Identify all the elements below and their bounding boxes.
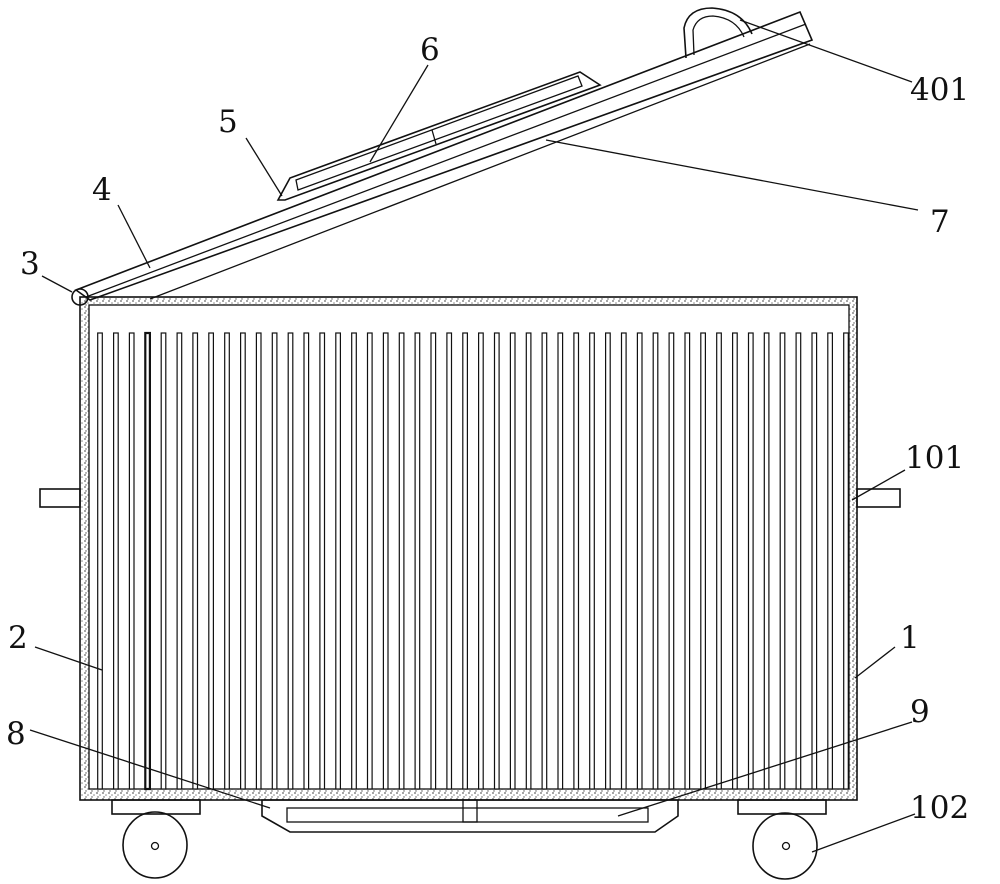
fin xyxy=(160,332,167,790)
fin xyxy=(398,332,405,790)
fin xyxy=(414,332,421,790)
label-5: 5 xyxy=(218,104,238,140)
label-9: 9 xyxy=(910,694,930,730)
right-side-handle xyxy=(856,488,901,508)
reference-labels: 401 6 5 4 3 7 101 2 1 8 9 102 xyxy=(6,32,969,826)
label-4: 4 xyxy=(92,172,112,208)
fin xyxy=(446,332,453,790)
fin xyxy=(366,332,373,790)
base-assembly xyxy=(111,799,827,833)
fin xyxy=(557,332,564,790)
fin xyxy=(684,332,691,790)
fin xyxy=(97,332,103,790)
right-wheel xyxy=(752,812,818,880)
fin xyxy=(700,332,706,790)
fin xyxy=(525,332,532,790)
fin xyxy=(208,332,215,790)
label-401: 401 xyxy=(910,72,969,108)
fin xyxy=(430,332,437,790)
lid-plate-assembly xyxy=(276,71,602,201)
fin xyxy=(589,332,595,790)
fin xyxy=(240,332,246,790)
fin xyxy=(763,332,770,790)
fin xyxy=(462,332,468,790)
fin xyxy=(843,332,849,790)
fin xyxy=(668,332,675,790)
label-101: 101 xyxy=(905,440,964,476)
left-side-handle xyxy=(39,488,81,508)
fin xyxy=(192,332,199,790)
fin xyxy=(716,332,722,790)
label-1: 1 xyxy=(900,620,920,656)
fin xyxy=(573,332,580,790)
fin xyxy=(811,332,818,790)
fin xyxy=(747,332,754,790)
fin xyxy=(827,332,833,790)
label-2: 2 xyxy=(8,620,28,656)
fin xyxy=(176,332,183,790)
fin xyxy=(335,332,341,790)
fin xyxy=(478,332,484,790)
label-6: 6 xyxy=(420,32,440,68)
fin xyxy=(636,332,643,790)
fin xyxy=(128,332,135,790)
label-7: 7 xyxy=(930,204,950,240)
fin xyxy=(287,332,294,790)
fin xyxy=(779,332,786,790)
fin xyxy=(509,332,516,790)
fin xyxy=(319,332,326,790)
fin xyxy=(652,332,659,790)
leader-lines xyxy=(29,19,919,853)
fin xyxy=(731,332,738,790)
fin xyxy=(382,332,389,790)
fin xyxy=(224,332,230,790)
fin xyxy=(541,332,548,790)
fin xyxy=(795,332,802,790)
label-102: 102 xyxy=(910,790,969,826)
fin xyxy=(144,331,152,791)
vertical-fins xyxy=(97,331,849,791)
fin xyxy=(255,332,262,790)
fin xyxy=(112,332,119,790)
fin xyxy=(493,332,500,790)
lid xyxy=(74,10,814,301)
fin xyxy=(351,332,357,790)
fin xyxy=(303,332,310,790)
fin xyxy=(620,332,627,790)
left-wheel xyxy=(122,811,188,879)
label-8: 8 xyxy=(6,716,26,752)
fin xyxy=(604,332,611,790)
label-3: 3 xyxy=(20,246,40,282)
fin xyxy=(271,332,278,790)
